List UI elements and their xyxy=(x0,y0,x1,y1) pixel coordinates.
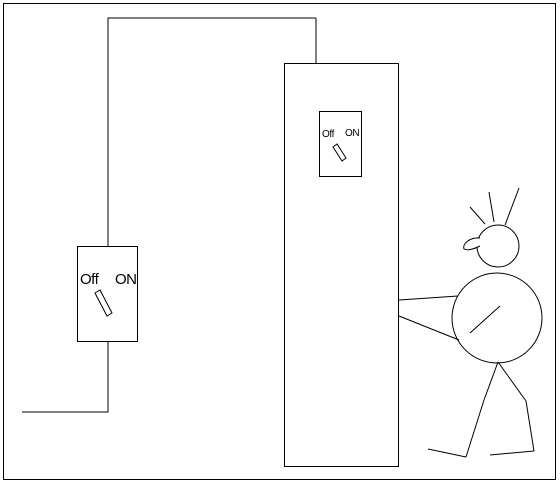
hair-strand xyxy=(504,187,520,226)
left-switch-lever xyxy=(94,289,113,317)
electrical-panel: Off ON xyxy=(284,63,399,467)
head xyxy=(476,224,520,268)
leg-thigh-right xyxy=(497,361,527,402)
leg-shin-right xyxy=(525,400,535,452)
hair-strand xyxy=(469,206,486,225)
foot-left xyxy=(427,448,467,458)
left-switch: Off ON xyxy=(77,246,138,342)
leg-thigh-left xyxy=(483,361,499,401)
panel-switch-lever xyxy=(332,143,347,162)
body xyxy=(451,272,543,364)
wire-bottom xyxy=(22,341,109,413)
panel-switch-on-label: ON xyxy=(345,128,359,139)
belly-mark xyxy=(469,305,501,334)
cap-brim xyxy=(463,237,481,251)
left-switch-on-label: ON xyxy=(115,271,137,288)
panel-switch-box xyxy=(319,111,362,177)
wire-top xyxy=(107,17,316,246)
hair-strand xyxy=(488,191,495,223)
stick-figure xyxy=(398,187,543,458)
diagram-frame xyxy=(3,3,556,480)
left-switch-off-label: Off xyxy=(80,271,100,288)
arm-upper xyxy=(398,295,459,301)
wires xyxy=(22,17,317,413)
foot-right xyxy=(489,450,535,456)
left-switch-box xyxy=(77,246,138,342)
panel-switch-off-label: Off xyxy=(322,129,335,140)
arm-lower xyxy=(398,315,460,341)
leg-shin-left xyxy=(465,399,485,458)
